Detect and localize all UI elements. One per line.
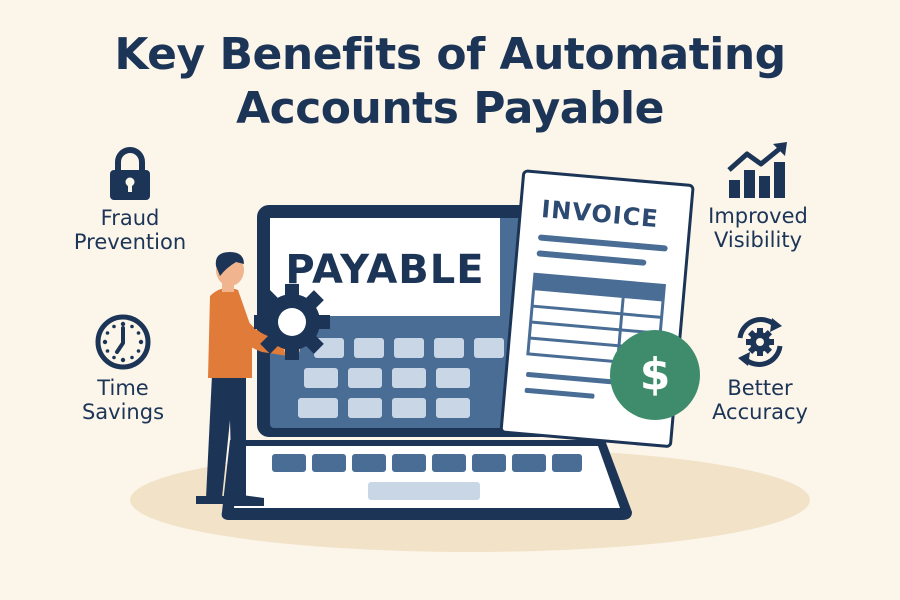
benefit-label: Better	[727, 376, 793, 400]
benefit-label: Savings	[81, 400, 165, 424]
dollar-coin-icon	[610, 330, 700, 420]
benefit-label: Accuracy	[712, 400, 808, 424]
screen-label: PAYABLE	[285, 247, 485, 293]
benefit-better-accuracy: Better Accuracy	[670, 312, 850, 424]
lock-icon	[110, 147, 150, 200]
benefit-improved-visibility: Improved Visibility	[668, 140, 848, 252]
benefit-label: Visibility	[713, 228, 802, 252]
laptop-icon	[221, 205, 632, 520]
bar-chart-up-icon	[727, 142, 787, 198]
title-line-2: Accounts Payable	[236, 83, 664, 134]
gear-cycle-icon	[737, 317, 783, 367]
benefit-label: Fraud	[100, 206, 160, 230]
benefit-label: Improved	[708, 204, 808, 228]
title-line-1: Key Benefits of Automating	[114, 29, 786, 80]
benefit-fraud-prevention: Fraud Prevention	[40, 146, 220, 254]
benefit-label: Time	[97, 376, 149, 400]
page-title: Key Benefits of Automating Accounts Paya…	[0, 28, 900, 136]
benefit-time-savings: Time Savings	[33, 312, 213, 424]
clock-icon	[95, 314, 151, 370]
coin-symbol: $	[639, 349, 671, 400]
gear-icon	[254, 284, 330, 360]
benefit-label: Prevention	[73, 230, 187, 254]
